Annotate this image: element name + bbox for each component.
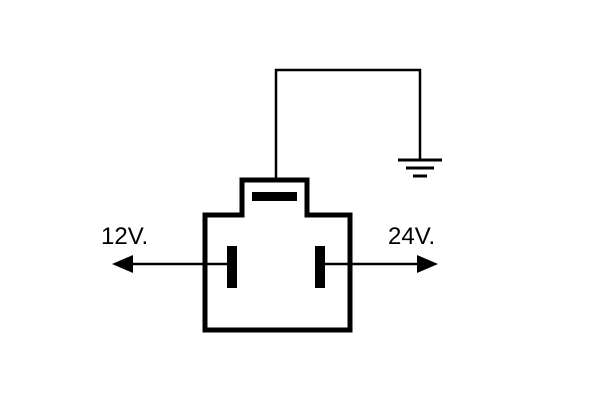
supply-wire xyxy=(274,68,422,196)
ground-icon xyxy=(398,158,442,178)
left-terminal-pin xyxy=(227,246,237,288)
diagram-fills xyxy=(112,192,438,288)
right-arrowhead-icon xyxy=(417,255,438,273)
diagram-lines xyxy=(120,68,442,333)
left-arrowhead-icon xyxy=(112,255,133,273)
connector-housing xyxy=(202,177,353,333)
label-12v: 12V. xyxy=(101,223,148,250)
label-24v: 24V. xyxy=(388,223,435,250)
right-terminal-pin xyxy=(315,246,325,288)
top-terminal-bar xyxy=(252,192,297,201)
